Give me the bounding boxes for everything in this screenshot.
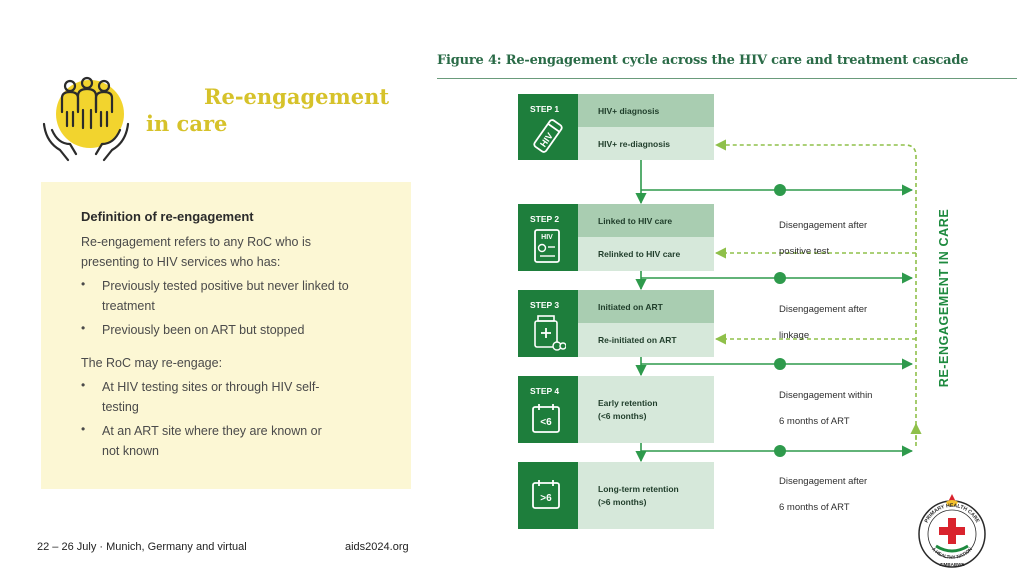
definition-intro-line1: Re-engagement refers to any RoC who is <box>81 235 311 249</box>
step-1-label: STEP 1 <box>530 104 560 114</box>
disengagement-line: 6 months of ART <box>779 416 850 427</box>
people-in-hands-icon <box>42 76 130 162</box>
step-2-top-row: Linked to HIV care <box>578 204 714 237</box>
step-5-title: Long-term retention <box>598 483 679 494</box>
bullet-item-continued: testing <box>102 400 139 414</box>
disengage-node <box>774 445 786 457</box>
figure-title: Figure 4: Re-engagement cycle across the… <box>437 53 969 68</box>
disengagement-line: Disengagement after <box>779 220 868 231</box>
step-4-row: Early retention (<6 months) <box>578 376 714 443</box>
disengagement-label-2: Disengagement after linkage <box>779 290 867 355</box>
disengagement-line: Disengagement after <box>779 304 868 315</box>
bullet-item: Previously been on ART but stopped <box>102 323 305 337</box>
disengagement-line: linkage <box>779 330 810 341</box>
step-2-bottom-row: Relinked to HIV care <box>578 237 714 271</box>
disengage-node <box>774 358 786 370</box>
reengagement-side-label: RE-ENGAGEMENT IN CARE <box>937 208 951 388</box>
step-2-label: STEP 2 <box>530 214 560 224</box>
step-3-bottom-row: Re-initiated on ART <box>578 323 714 357</box>
step-5-box: >6 <box>518 462 578 529</box>
disengagement-label-3: Disengagement within 6 months of ART <box>779 376 872 441</box>
definition-box: Definition of re-engagement Re-engagemen… <box>41 182 411 489</box>
bullet-marker: • <box>81 321 86 335</box>
step-3-top-row: Initiated on ART <box>578 290 714 323</box>
disengagement-line: 6 months of ART <box>779 502 850 513</box>
definition-title: Definition of re-engagement <box>81 209 254 224</box>
footer-site-link[interactable]: aids2024.org <box>345 541 409 553</box>
calendar-icon: <6 <box>532 404 560 433</box>
primary-health-care-emblem-icon: PRIMARY HEALTH CARE A HEALTHY NATION ZIM… <box>918 494 986 568</box>
bullet-marker: • <box>81 378 86 392</box>
disengagement-line: Disengagement after <box>779 476 868 487</box>
icon-text: <6 <box>540 417 552 428</box>
bullet-item: Previously tested positive but never lin… <box>102 279 349 293</box>
step-3-label: STEP 3 <box>530 300 560 310</box>
step-4-label: STEP 4 <box>530 386 560 396</box>
bullet-item-continued: not known <box>102 444 159 458</box>
step-5-subtitle: (>6 months) <box>598 496 647 507</box>
section-heading-line2: in care <box>146 111 228 136</box>
step-3-box: STEP 3 <box>518 290 578 357</box>
reengage-intro: The RoC may re-engage: <box>81 356 223 370</box>
footer-event: 22 – 26 July · Munich, Germany and virtu… <box>37 541 247 553</box>
pill-bottle-icon <box>534 315 566 351</box>
bullet-item-continued: treatment <box>102 299 155 313</box>
step-2-box: STEP 2 HIV <box>518 204 578 271</box>
disengage-node <box>774 272 786 284</box>
step-1-box: STEP 1 HIV <box>518 94 578 160</box>
disengagement-label-4: Disengagement after 6 months of ART <box>779 462 867 527</box>
bullet-marker: • <box>81 422 86 436</box>
bullet-item: At an ART site where they are known or <box>102 424 322 438</box>
icon-text: HIV <box>541 234 553 241</box>
figure-title-rule <box>437 78 1017 79</box>
disengagement-line: Disengagement within <box>779 390 873 401</box>
calendar-icon: >6 <box>532 480 560 509</box>
icon-text: >6 <box>540 493 552 504</box>
hiv-test-kit-icon: HIV <box>533 119 563 153</box>
emblem-bottom-text: ZIMBABWE <box>940 562 965 567</box>
step-1-top-row: HIV+ diagnosis <box>578 94 714 127</box>
hiv-form-icon: HIV <box>534 229 560 263</box>
disengage-node <box>774 184 786 196</box>
step-4-subtitle: (<6 months) <box>598 410 647 421</box>
step-1-bottom-row: HIV+ re-diagnosis <box>578 127 714 160</box>
step-4-title: Early retention <box>598 397 658 408</box>
reengage-loop-arrow <box>714 139 917 446</box>
step-5-row: Long-term retention (>6 months) <box>578 462 714 529</box>
definition-intro-line2: presenting to HIV services who has: <box>81 255 281 269</box>
step-4-box: STEP 4 <6 <box>518 376 578 443</box>
disengagement-label-1: Disengagement after positive test <box>779 206 867 271</box>
bullet-item: At HIV testing sites or through HIV self… <box>102 380 320 394</box>
section-heading-line1: Re-engagement <box>204 84 390 109</box>
bullet-marker: • <box>81 277 86 291</box>
disengagement-line: positive test <box>779 246 830 257</box>
